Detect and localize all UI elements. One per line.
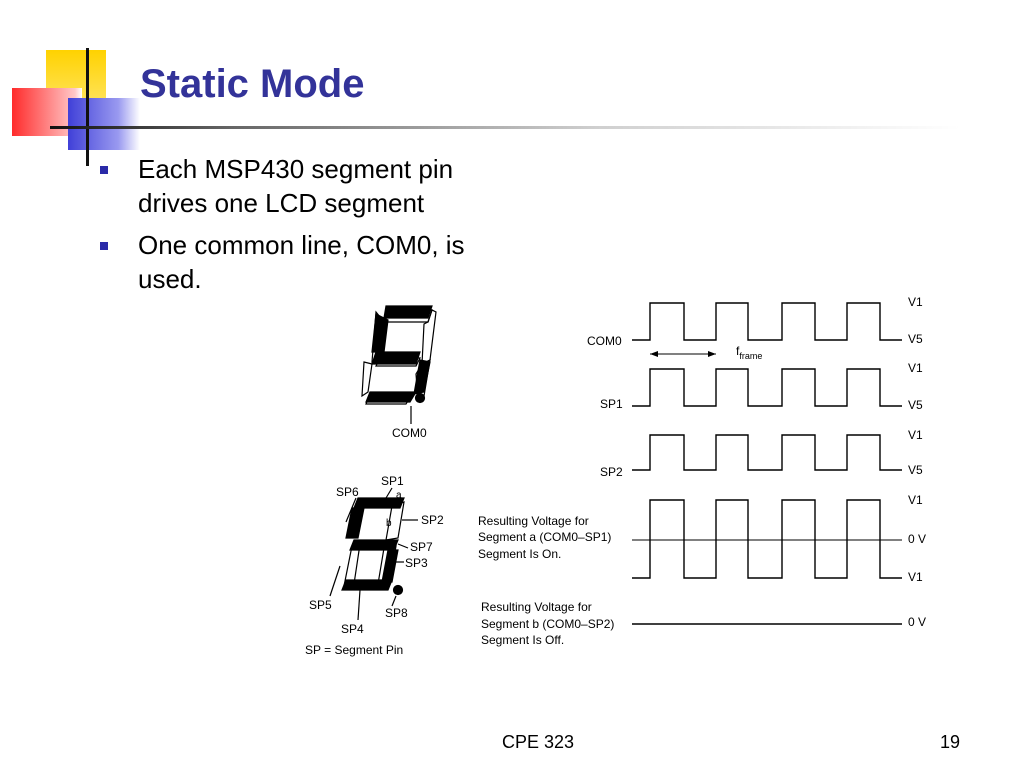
seven-segment-display-bottom [329, 487, 418, 621]
sp1-v1-label: V1 [908, 361, 923, 375]
result-a-caption-line1: Resulting Voltage for [478, 514, 589, 528]
footer-page-number: 19 [940, 732, 961, 752]
result-a-caption-line3: Segment Is On. [478, 547, 561, 561]
square-bullet-icon [100, 242, 108, 250]
sp1-label: SP1 [600, 397, 623, 411]
seven-segment-display-top [361, 305, 437, 424]
result-b-caption-line1: Resulting Voltage for [481, 600, 592, 614]
label-sp1: SP1 [381, 474, 404, 488]
com0-waveform [632, 302, 902, 341]
title-underline [50, 126, 960, 129]
segment-a-result-waveform [632, 499, 902, 579]
bullet-item: One common line, COM0, is used. [98, 228, 518, 296]
footer-course: CPE 323 [502, 732, 575, 752]
sp2-waveform [632, 434, 902, 471]
com0-v1-label: V1 [908, 295, 923, 309]
sp2-v5-label: V5 [908, 463, 923, 477]
sp2-label: SP2 [600, 465, 623, 479]
label-sp8: SP8 [385, 606, 408, 620]
label-sp6: SP6 [336, 485, 359, 499]
segment-pin-labels: SP1 a SP6 b SP2 SP7 SP3 SP5 SP8 SP4 SP =… [305, 474, 444, 657]
label-sp3: SP3 [405, 556, 428, 570]
bullet-text: Each MSP430 segment pin drives one LCD s… [138, 154, 454, 218]
com0-label: COM0 [587, 334, 622, 348]
result-a-v1-bottom-label: V1 [908, 570, 923, 584]
decor-vertical-line [86, 48, 89, 166]
result-a-zero-label: 0 V [908, 532, 926, 546]
waveforms [632, 302, 902, 625]
square-bullet-icon [100, 166, 108, 174]
label-sp4: SP4 [341, 622, 364, 636]
label-sp5: SP5 [309, 598, 332, 612]
frame-label-sub: frame [739, 351, 762, 361]
label-a: a [396, 490, 402, 501]
slide-title: Static Mode [140, 62, 365, 106]
sp1-v5-label: V5 [908, 398, 923, 412]
result-b-caption-line3: Segment Is Off. [481, 633, 564, 647]
decor-blue-block [68, 98, 140, 150]
bullet-item: Each MSP430 segment pin drives one LCD s… [98, 152, 518, 220]
frame-label: fframe [736, 344, 762, 361]
result-a-caption-line2: Segment a (COM0–SP1) [478, 530, 611, 544]
result-a-v1-top-label: V1 [908, 493, 923, 507]
result-b-caption-line2: Segment b (COM0–SP2) [481, 617, 614, 631]
bullet-text: One common line, COM0, is used. [138, 230, 465, 294]
label-sp7: SP7 [410, 540, 433, 554]
frame-label-main: f [736, 344, 740, 358]
label-b: b [386, 518, 392, 529]
label-sp2: SP2 [421, 513, 444, 527]
com0-label-display: COM0 [392, 426, 427, 440]
segment-pin-legend: SP = Segment Pin [305, 643, 403, 657]
sp1-waveform [632, 368, 902, 407]
waveform-labels: COM0 fframe SP1 SP2 V1 V5 V1 V5 V1 V5 V1… [478, 295, 926, 647]
com0-v5-label: V5 [908, 332, 923, 346]
bullet-list: Each MSP430 segment pin drives one LCD s… [98, 152, 518, 304]
sp2-v1-label: V1 [908, 428, 923, 442]
result-b-zero-label: 0 V [908, 615, 926, 629]
